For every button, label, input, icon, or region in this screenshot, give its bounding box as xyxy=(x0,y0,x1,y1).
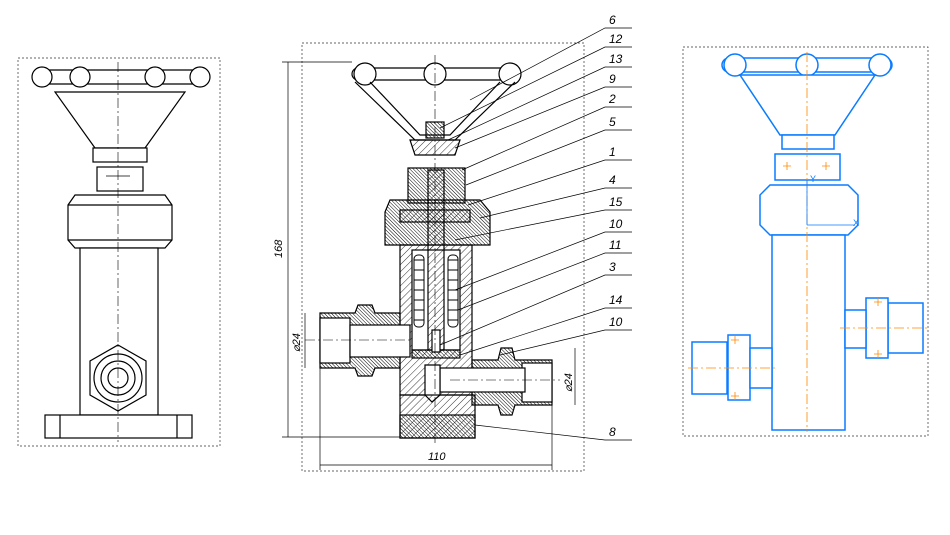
part-label: 10 xyxy=(609,217,623,231)
part-label: 5 xyxy=(609,115,616,129)
part-label: 4 xyxy=(609,173,616,187)
part-label: 10 xyxy=(609,315,623,329)
part-label: 8 xyxy=(609,425,616,439)
stem-nut xyxy=(96,166,144,192)
handwheel-rim xyxy=(34,69,206,85)
part-label: 6 xyxy=(609,13,616,27)
part-label: 12 xyxy=(609,32,623,46)
y-axis-label: Y xyxy=(810,174,816,184)
section-view xyxy=(301,42,585,472)
part-leaders xyxy=(439,27,632,441)
part-label: 2 xyxy=(608,92,616,106)
part-label: 11 xyxy=(609,238,621,252)
part-label: 9 xyxy=(609,72,616,86)
part-label: 14 xyxy=(609,293,623,307)
base-flange xyxy=(44,414,193,439)
view-frame xyxy=(301,42,585,472)
bonnet xyxy=(67,194,173,249)
x-axis-label: X xyxy=(853,218,859,228)
view-frame xyxy=(682,46,929,437)
part-label: 13 xyxy=(609,52,623,66)
front-view xyxy=(17,57,221,447)
left-diameter-dimension: ⌀24 xyxy=(291,333,303,352)
side-view-3d xyxy=(682,46,929,437)
part-label: 1 xyxy=(609,145,616,159)
handwheel-cone xyxy=(53,91,187,149)
part-label: 3 xyxy=(609,260,616,274)
handwheel-ball xyxy=(31,66,53,88)
right-diameter-dimension: ⌀24 xyxy=(563,373,575,392)
collar xyxy=(92,147,148,163)
part-label: 15 xyxy=(609,195,623,209)
part-labels: 6 12 13 9 2 5 1 4 15 10 11 3 14 10 8 xyxy=(608,13,623,439)
height-dimension: 168 xyxy=(273,239,285,258)
dimensions xyxy=(282,61,576,470)
view-frame xyxy=(17,57,221,447)
width-dimension: 110 xyxy=(428,451,446,463)
